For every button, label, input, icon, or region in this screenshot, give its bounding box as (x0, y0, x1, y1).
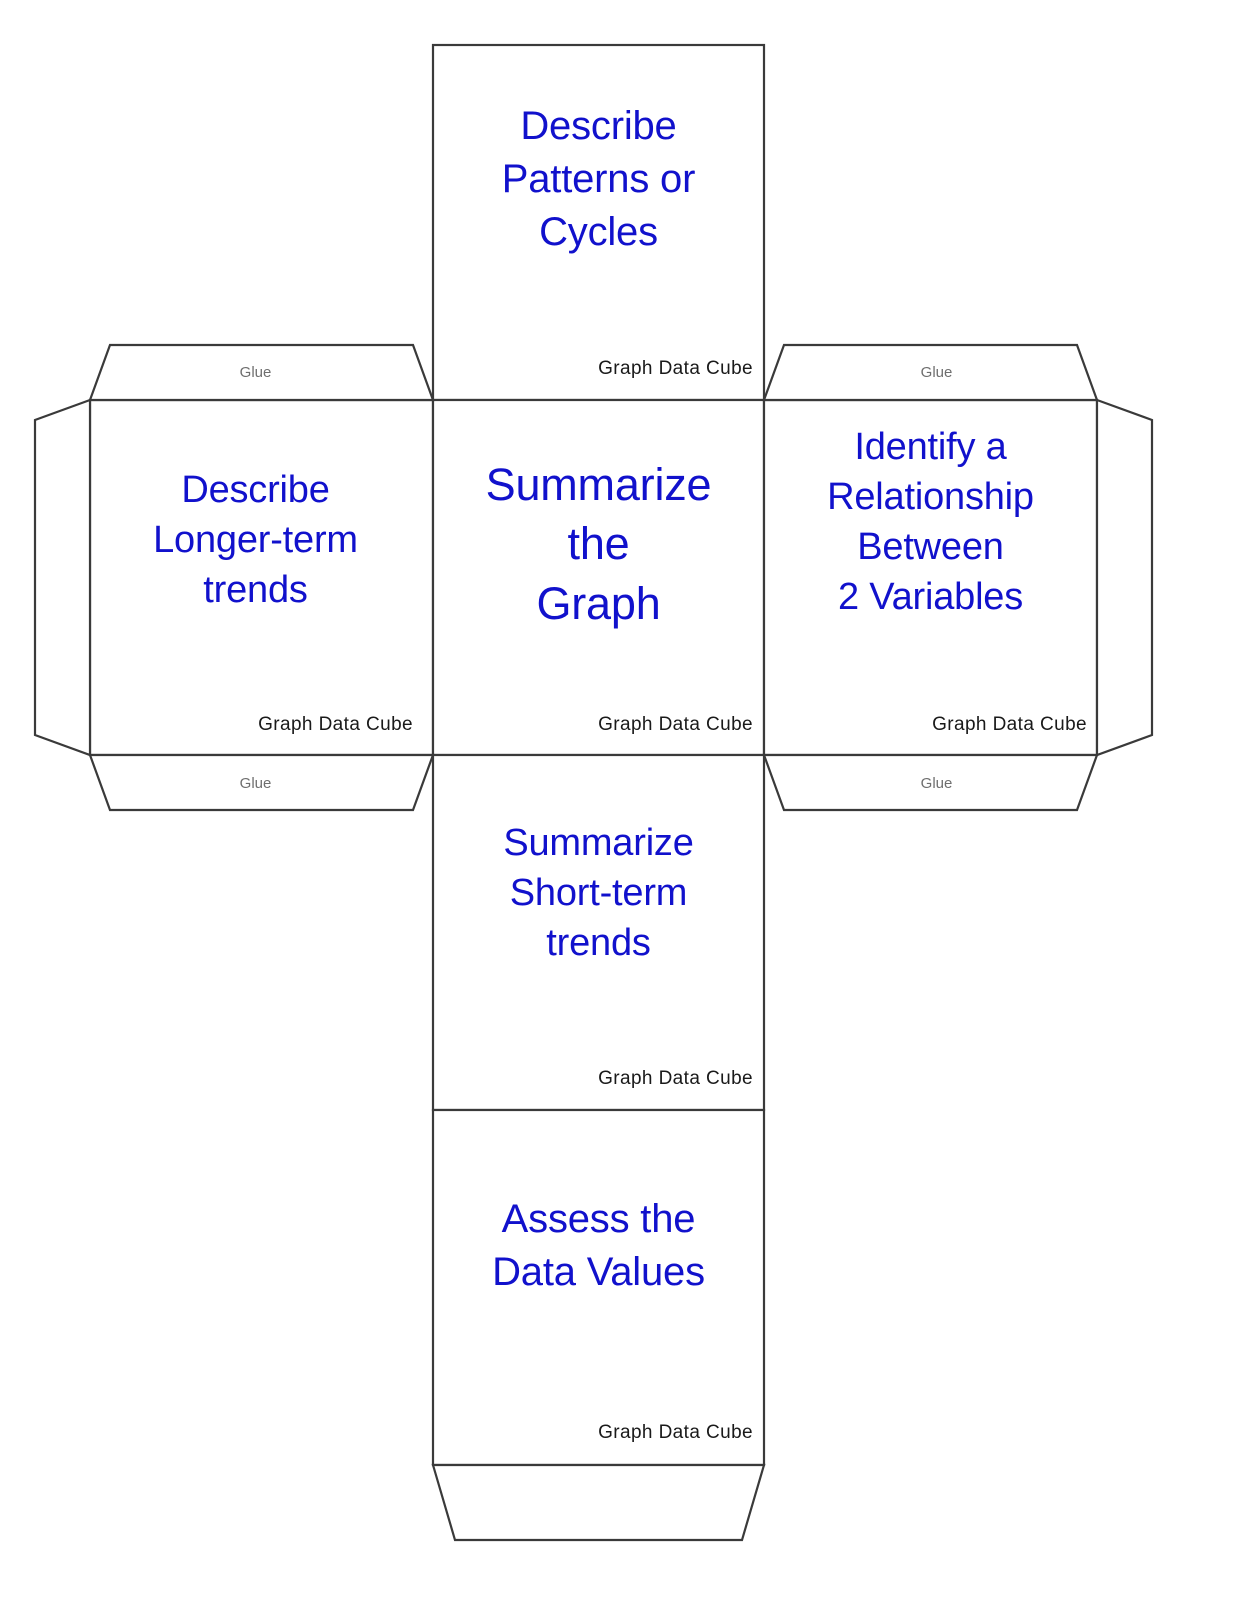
glue-tab-bottom-right (762, 753, 1099, 812)
face-left-caption: Graph Data Cube (258, 714, 413, 735)
glue-tab-top-right (762, 343, 1099, 402)
face-bottom-outline (431, 1108, 766, 1467)
glue-tab-bottom-left (88, 753, 435, 812)
face-right-label: Identify a Relationship Between 2 Variab… (827, 426, 1034, 619)
face-left-label: Describe Longer-term trends (153, 469, 358, 612)
face-top-outline (431, 43, 766, 402)
face-right-caption: Graph Data Cube (932, 714, 1087, 735)
glue-tab-top-left-label: Glue (239, 364, 272, 381)
bottom-flap (431, 1463, 766, 1542)
glue-tab-bottom-left-label: Glue (239, 775, 272, 792)
face-center-label: Summarize the Graph (485, 459, 712, 629)
glue-tab-bottom-right-label: Glue (920, 775, 953, 792)
face-top-caption: Graph Data Cube (598, 358, 753, 379)
face-right-outline (762, 398, 1099, 757)
glue-tab-top-left (88, 343, 435, 402)
face-center-outline (431, 398, 766, 757)
face-center-caption: Graph Data Cube (598, 714, 753, 735)
glue-tab-top-right-label: Glue (920, 364, 953, 381)
face-left-outline (88, 398, 435, 757)
side-tab-right (1095, 398, 1154, 757)
face-bottom-caption: Graph Data Cube (598, 1422, 753, 1443)
face-lower-outline (431, 753, 766, 1112)
face-lower-caption: Graph Data Cube (598, 1068, 753, 1089)
side-tab-left (33, 398, 92, 757)
face-bottom-label: Assess the Data Values (492, 1197, 705, 1294)
face-lower-label: Summarize Short-term trends (503, 822, 694, 965)
face-top-label: Describe Patterns or Cycles (501, 104, 696, 254)
